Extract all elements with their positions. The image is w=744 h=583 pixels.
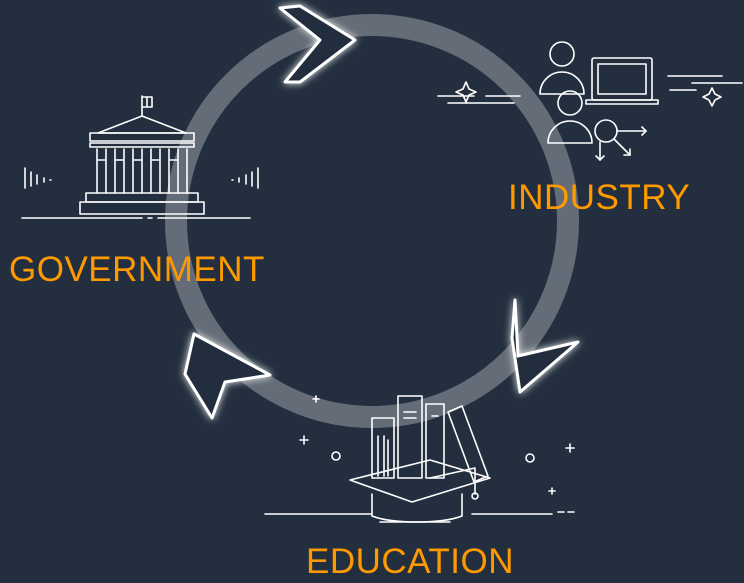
education-books-graduation-icon — [264, 395, 575, 523]
cycle-ring — [165, 14, 579, 428]
arrow-right — [510, 298, 580, 394]
arrow-left — [183, 332, 272, 420]
label-industry: INDUSTRY — [508, 178, 691, 217]
arrow-top — [278, 4, 357, 84]
label-government: GOVERNMENT — [9, 250, 265, 289]
industry-people-devices-icon — [437, 41, 743, 161]
government-building-icon — [21, 95, 259, 219]
label-education: EDUCATION — [306, 542, 515, 581]
